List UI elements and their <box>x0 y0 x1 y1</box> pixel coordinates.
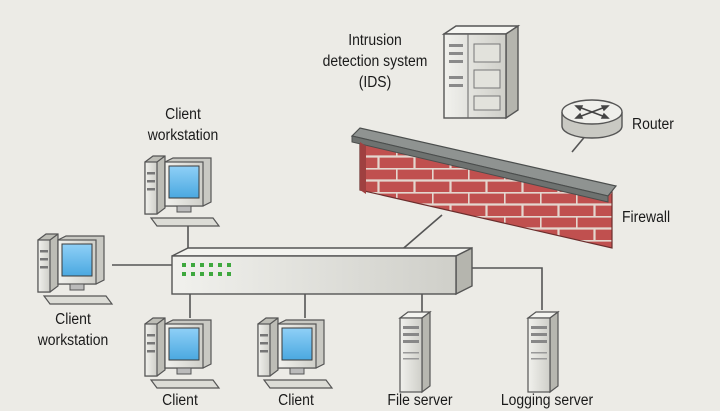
client-bottom-2-label: Client <box>278 392 314 409</box>
firewall-icon <box>350 127 618 249</box>
ids-label: Intrusion detection system (IDS) <box>322 32 428 91</box>
file-server-label: File server <box>387 392 453 409</box>
network-switch-icon <box>171 246 473 296</box>
client-workstation-bottom-2-icon <box>257 317 333 389</box>
logging-server-label: Logging server <box>500 392 594 409</box>
client-workstation-top-icon <box>144 155 220 227</box>
network-links <box>112 99 593 318</box>
client-top-label: Client workstation <box>147 106 219 144</box>
file-server-icon <box>399 311 431 393</box>
client-workstation-left-icon <box>37 233 113 305</box>
ids-server-icon <box>441 24 521 120</box>
logging-server-icon <box>527 311 559 393</box>
firewall-label: Firewall <box>622 209 671 226</box>
router-icon <box>561 99 623 139</box>
client-left-label: Client workstation <box>37 311 109 349</box>
client-bottom-1-label: Client <box>162 392 198 409</box>
router-label: Router <box>632 116 674 133</box>
client-workstation-bottom-1-icon <box>144 317 220 389</box>
